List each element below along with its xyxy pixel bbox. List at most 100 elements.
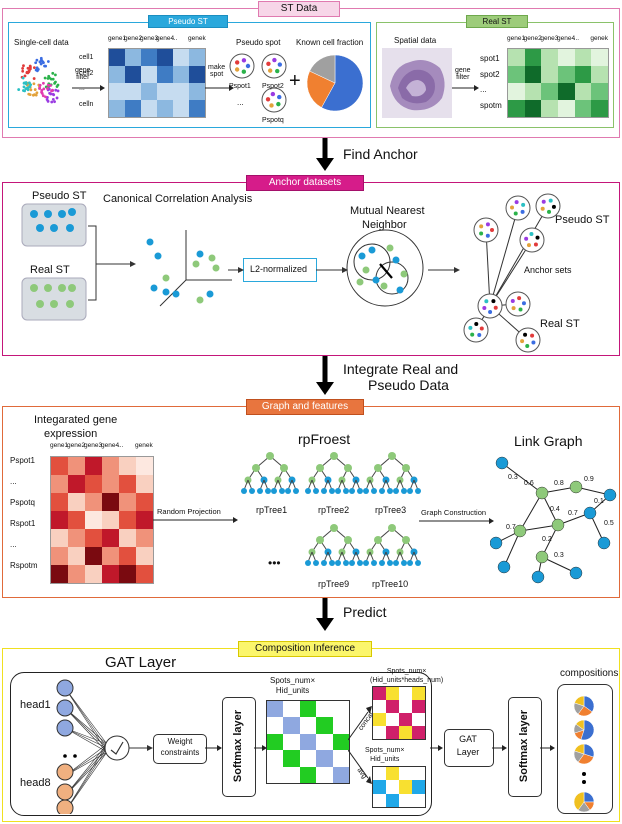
umap-point <box>17 88 21 91</box>
pseudo-st-right: Pseudo ST <box>555 214 610 226</box>
matrix-cell <box>316 750 333 767</box>
matrix-cell <box>267 717 284 734</box>
graph-node <box>569 566 583 580</box>
cell-dot <box>470 332 475 337</box>
umap-point <box>29 88 33 92</box>
cell-dot <box>269 103 274 108</box>
matrix-cell <box>399 793 412 807</box>
umap-point <box>21 69 25 73</box>
graph-node <box>490 536 503 550</box>
spots-hid-heads-label: Spots_num× (Hid_units*heads_num) <box>370 668 444 684</box>
cell-dot <box>517 296 522 301</box>
edge-weight: 0.1 <box>594 498 604 505</box>
umap-point <box>51 71 55 75</box>
umap-point <box>48 91 52 95</box>
cell-dot <box>518 307 523 312</box>
matrix-cell <box>299 701 317 718</box>
attention-matrix <box>266 700 350 784</box>
gene-header: gene2 <box>67 442 86 449</box>
mnn-point <box>368 246 376 254</box>
anchor-spot <box>519 227 545 253</box>
tree-node <box>316 536 324 544</box>
cell-dot <box>524 236 529 241</box>
arrow-rp <box>153 517 238 523</box>
anchor-sets-label: Anchor sets <box>524 265 572 275</box>
cca-point <box>206 290 214 298</box>
matrix-cell <box>267 701 284 718</box>
spot-label: spotm <box>480 100 502 110</box>
heatmap-cell <box>508 66 525 83</box>
graph-node <box>535 550 549 564</box>
cell-dot <box>491 299 496 304</box>
heatmap-cell <box>173 66 189 83</box>
matrix-cell <box>267 733 284 751</box>
heatmap-cell <box>109 100 125 117</box>
tree-leaf <box>279 488 285 494</box>
heatmap-cell <box>557 49 575 66</box>
matrix-cell <box>399 713 412 726</box>
pseudo-spot-label: Pseudo spot <box>236 38 281 47</box>
real-st-card <box>21 277 87 321</box>
matrix-cell <box>412 713 425 726</box>
umap-point <box>33 93 36 97</box>
bracket-line <box>88 225 132 301</box>
tree-leaf <box>349 560 355 566</box>
cca-point <box>146 238 154 246</box>
heatmap-cell <box>119 475 136 493</box>
cell-dot <box>485 233 490 238</box>
heatmap-cell <box>557 100 575 117</box>
heatmap-cell <box>51 529 68 547</box>
umap-point <box>51 77 55 81</box>
cca-point <box>192 260 200 268</box>
umap-point <box>54 73 57 77</box>
heatmap-cell <box>574 100 592 117</box>
gat-layer-box <box>10 672 432 816</box>
cell-dot <box>234 67 240 72</box>
tree-leaf <box>401 488 407 494</box>
graph-edge <box>519 524 559 532</box>
gene-header: ... <box>118 442 124 449</box>
anchor-drawing <box>21 193 561 353</box>
integrate-label-1: Integrate Real and <box>343 361 459 377</box>
tree-leaf <box>371 560 377 566</box>
cell-dot <box>547 209 552 214</box>
heatmap-cell <box>68 529 85 547</box>
umap-point <box>39 62 43 66</box>
graph-node <box>535 486 549 500</box>
graph-node <box>513 524 527 538</box>
pie-slice <box>306 70 336 108</box>
umap-point <box>26 66 30 70</box>
heatmap-cell <box>136 529 153 547</box>
umap-point <box>32 66 36 70</box>
gene-header: gene3 <box>540 35 559 42</box>
mnn-outer <box>346 229 424 307</box>
predict-label: Predict <box>343 604 387 620</box>
cell-dot <box>520 209 525 214</box>
heatmap-cell <box>68 457 85 475</box>
head1-node <box>56 719 74 737</box>
pspot2-label: Pspot2 <box>262 83 284 90</box>
heatmap-cell <box>51 475 68 493</box>
cell-dot <box>521 301 526 306</box>
cca-point <box>172 290 180 298</box>
umap-point <box>28 93 32 97</box>
matrix-cell <box>386 687 399 700</box>
pseudo-spots-illustration <box>229 53 287 113</box>
rptree1-label: rpTree1 <box>256 505 288 515</box>
umap-point <box>38 87 41 90</box>
softmax-label-2: Softmax layer <box>518 709 530 783</box>
pie-slice <box>321 54 364 112</box>
tree-leaf <box>305 560 311 566</box>
graph-node <box>597 536 611 550</box>
arrow-3 <box>452 85 479 91</box>
tree-leaf <box>371 488 377 494</box>
graph-node <box>603 488 617 502</box>
matrix-cell <box>412 780 425 794</box>
more-trees-dots: ••• <box>268 556 281 570</box>
cell-dot <box>548 198 553 203</box>
heatmap-cell <box>68 475 85 493</box>
umap-point <box>34 61 38 65</box>
spatial-heatmap <box>507 48 609 118</box>
plus-sign: + <box>289 70 301 92</box>
